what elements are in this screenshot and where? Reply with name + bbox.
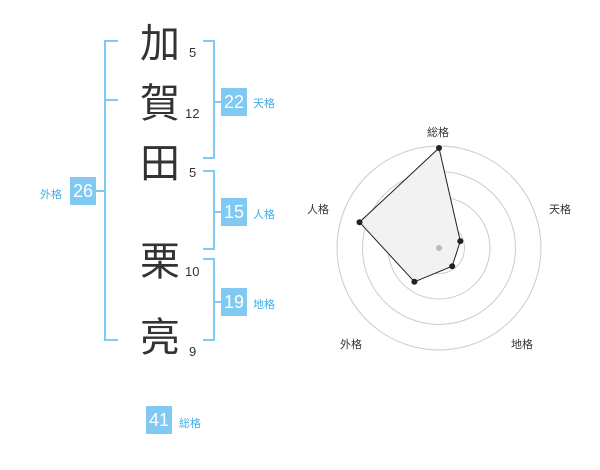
tenkaku-label: 天格 (253, 97, 275, 110)
name-char-1: 加 (140, 21, 180, 67)
stroke-count-3: 5 (189, 165, 197, 180)
chikaku-bracket (203, 258, 215, 341)
name-char-3: 田 (140, 141, 180, 187)
chikaku-label: 地格 (253, 298, 275, 311)
radar-point-1 (436, 145, 442, 151)
gaikaku-label: 外格 (40, 188, 62, 201)
radar-label-chikaku: 地格 (511, 338, 533, 351)
gaikaku-bracket-stem (96, 190, 105, 192)
jinkaku-value-badge: 15 (221, 198, 247, 226)
gaikaku-value-badge: 26 (70, 177, 96, 205)
name-char-5: 亮 (140, 315, 180, 361)
jinkaku-bracket-stem (215, 211, 221, 213)
soukaku-label: 総格 (179, 417, 201, 430)
stroke-count-5: 9 (189, 344, 197, 359)
jinkaku-bracket (203, 170, 215, 250)
radar-data-area (358, 147, 461, 283)
stroke-count-2: 12 (185, 106, 200, 121)
radar-label-jinkaku: 人格 (307, 203, 329, 216)
stroke-count-4: 10 (185, 264, 200, 279)
chikaku-value-badge: 19 (221, 288, 247, 316)
name-char-4: 栗 (140, 239, 180, 285)
tenkaku-bracket-stem (215, 101, 221, 103)
stroke-count-1: 5 (189, 45, 197, 60)
soukaku-value-badge: 41 (146, 406, 172, 434)
gaikaku-bracket-tick (104, 99, 118, 101)
gaikaku-bracket (104, 40, 118, 341)
radar-point-3 (449, 263, 456, 270)
jinkaku-label: 人格 (253, 208, 275, 221)
radar-point-2 (457, 238, 464, 245)
radar-label-soukaku: 総格 (427, 126, 449, 139)
radar-label-tenkaku: 天格 (549, 203, 571, 216)
name-char-2: 賀 (140, 81, 180, 127)
chikaku-bracket-stem (215, 301, 221, 303)
tenkaku-bracket (203, 40, 215, 159)
radar-label-gaikaku: 外格 (340, 338, 362, 351)
radar-chart (336, 145, 542, 351)
radar-point-4 (411, 278, 418, 285)
radar-center-dot (436, 245, 442, 251)
radar-point-5 (356, 219, 363, 226)
radar-data-points (356, 145, 464, 285)
tenkaku-value-badge: 22 (221, 88, 247, 116)
